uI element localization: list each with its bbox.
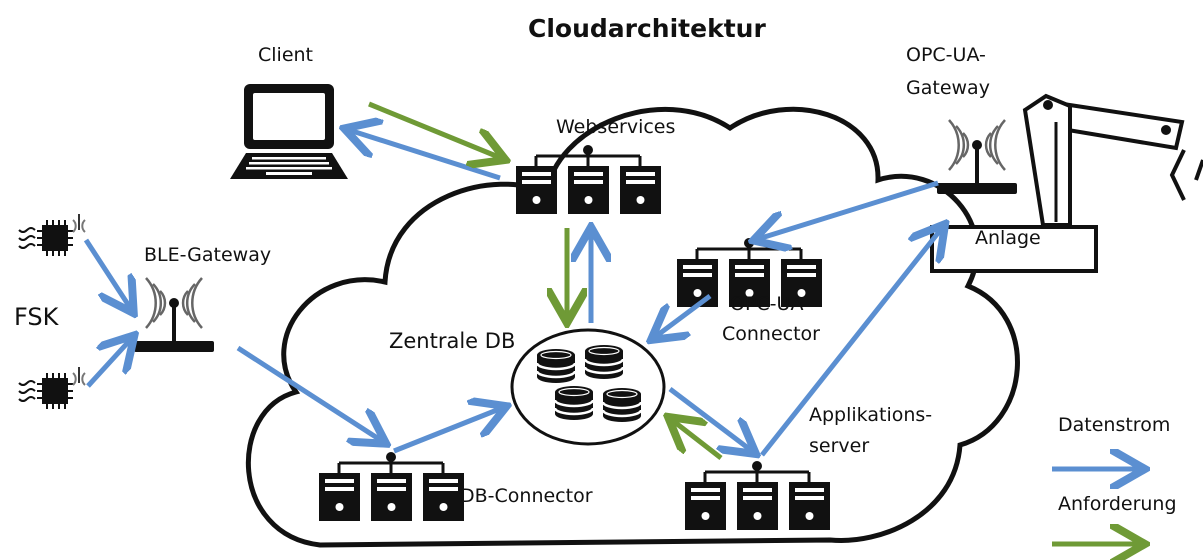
database-icon (601, 386, 643, 424)
opcua-connector-label-line2: Connector (722, 323, 820, 345)
opcua-gateway-icon (935, 118, 1019, 196)
ble-gateway-label: BLE-Gateway (144, 244, 272, 266)
fsk-label: FSK (14, 303, 59, 331)
db-connector-label: DB-Connector (460, 485, 593, 507)
opcua-gateway-label-line2: Gateway (906, 77, 990, 99)
applikationsserver-label-line1: Applikations- (809, 404, 933, 426)
webservices-label: Webservices (556, 116, 676, 138)
db-connector-server-icon (317, 450, 466, 523)
opcua-connector-label-line1: OPC-UA- (730, 293, 810, 315)
applikationsserver-icon (683, 459, 832, 532)
zentrale-db-label: Zentrale DB (389, 329, 516, 353)
robot-arm-icon (930, 93, 1203, 273)
laptop-icon (230, 84, 348, 179)
anlage-box (930, 225, 1098, 273)
opcua-gateway-label-line1: OPC-UA- (906, 44, 986, 66)
anlage-label: Anlage (975, 227, 1041, 249)
ble-gateway-icon (132, 276, 216, 354)
webservices-server-icon (514, 143, 663, 216)
applikationsserver-label-line2: server (809, 435, 870, 457)
database-icon (583, 343, 625, 381)
database-circle (510, 328, 666, 446)
legend-datenstrom-label: Datenstrom (1058, 414, 1171, 436)
database-icon (553, 384, 595, 422)
client-label: Client (258, 44, 314, 66)
datenstrom-arrows (83, 130, 942, 455)
anforderung-arrows (368, 101, 723, 460)
database-icon (535, 347, 577, 385)
diagram-title: Cloudarchitektur (528, 14, 766, 43)
legend-anforderung-label: Anforderung (1058, 493, 1177, 515)
sensor-chip-icon (18, 213, 86, 257)
sensor-chip-icon (18, 366, 86, 410)
